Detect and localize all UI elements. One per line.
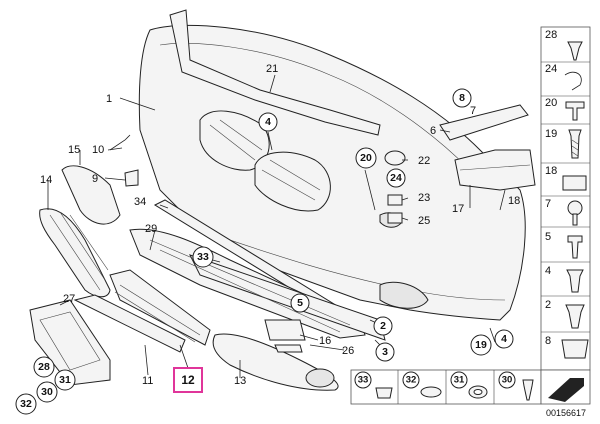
small-screw-icon xyxy=(522,379,534,401)
highlight-box xyxy=(173,367,203,393)
catalog-number: 00156617 xyxy=(546,408,586,418)
legend-item-label: 28 xyxy=(545,29,557,41)
callout-circle xyxy=(290,293,310,313)
plug-icon xyxy=(375,387,393,399)
callout-circle-label: 32 xyxy=(20,398,32,410)
legend-item-label: 18 xyxy=(545,165,557,177)
callout-label: 27 xyxy=(63,293,75,305)
bottom-legend-label: 30 xyxy=(502,375,513,386)
hex-screw-icon xyxy=(565,304,585,329)
callout-circle xyxy=(36,381,58,403)
callout-circle-label: 2 xyxy=(380,320,386,332)
callout-circle-label: 24 xyxy=(390,172,402,184)
grommet-icon xyxy=(420,386,442,398)
callout-circle-label: 4 xyxy=(501,333,507,345)
arrow-icon xyxy=(548,378,584,402)
callout-circle xyxy=(452,88,472,108)
spring-clip-icon xyxy=(564,71,582,91)
callout-label: 22 xyxy=(418,155,430,167)
callout-label: 14 xyxy=(40,174,52,186)
callout-label: 34 xyxy=(134,196,146,208)
fog-grille xyxy=(212,333,339,391)
bolt-icon xyxy=(568,129,582,159)
legend-item-label: 2 xyxy=(545,299,551,311)
callout-circle xyxy=(33,356,55,378)
callout-circle-label: 33 xyxy=(197,251,209,263)
legend-item-label: 5 xyxy=(545,231,551,243)
callout-circle xyxy=(355,147,377,169)
callout-label: 9 xyxy=(92,173,98,185)
lower-strips xyxy=(129,199,386,341)
callout-circle-label: 28 xyxy=(38,361,50,373)
callout-label: 29 xyxy=(145,223,157,235)
callout-circle xyxy=(373,316,393,336)
callout-circle-label: 31 xyxy=(59,374,71,386)
callout-circle xyxy=(15,393,37,415)
callout-circle-label: 4 xyxy=(265,116,271,128)
callout-label: 26 xyxy=(342,345,354,357)
callout-label: 10 xyxy=(92,144,104,156)
callout-label: 17 xyxy=(452,203,464,215)
screw-icon xyxy=(565,101,585,121)
legend-item-label: 24 xyxy=(545,63,557,75)
callout-circle-label: 20 xyxy=(360,152,372,164)
callout-label: 18 xyxy=(508,195,520,207)
callout-circle xyxy=(494,329,514,349)
plain-callouts: 1 21 10 15 9 14 34 29 27 11 12 13 16 26 … xyxy=(40,63,520,387)
clip-nut-icon xyxy=(561,339,589,359)
callout-circle xyxy=(375,342,395,362)
callout-label: 11 xyxy=(142,375,153,387)
callout-label: 16 xyxy=(319,335,331,347)
callout-circle xyxy=(54,369,76,391)
legend-item-label: 19 xyxy=(545,128,557,140)
bottom-legend-label: 33 xyxy=(358,375,369,386)
bottom-legend: 33 32 31 30 xyxy=(350,369,591,405)
callout-label: 25 xyxy=(418,215,430,227)
callout-label: 7 xyxy=(470,105,476,117)
callout-circle xyxy=(258,112,278,132)
legend-item-label: 4 xyxy=(545,265,551,277)
callout-label: 21 xyxy=(266,63,278,75)
callout-circle xyxy=(470,334,492,356)
fastener-legend: 28 24 20 19 18 7 5 4 2 8 xyxy=(540,26,591,371)
callout-label: 1 xyxy=(106,93,112,105)
callout-label: 23 xyxy=(418,192,430,204)
right-brackets xyxy=(439,104,536,191)
legend-item-label: 7 xyxy=(545,198,551,210)
push-clip-icon xyxy=(567,41,583,61)
left-grille xyxy=(39,165,121,298)
legend-item-label: 8 xyxy=(545,335,551,347)
highlighted-part-label[interactable]: 12 xyxy=(173,367,203,393)
callout-circle-label: 30 xyxy=(41,386,53,398)
callout-circle-label: 5 xyxy=(297,297,303,309)
lower-grille xyxy=(73,269,211,353)
self-tapping-icon xyxy=(566,269,584,293)
circled-callouts: 4 8 20 24 33 5 2 3 19 28 31 30 32 4 xyxy=(15,88,514,415)
legend-item-label: 20 xyxy=(545,97,557,109)
bottom-legend-label: 32 xyxy=(406,375,417,386)
clip-parts xyxy=(109,134,406,224)
callout-circle-label: 8 xyxy=(459,92,465,104)
callout-label: 15 xyxy=(68,144,80,156)
bottom-legend-label: 31 xyxy=(454,375,465,386)
highlight-label: 12 xyxy=(181,373,195,387)
callout-label: 6 xyxy=(430,125,436,137)
washer-screw-icon xyxy=(567,200,583,216)
callout-circle-label: 19 xyxy=(475,339,487,351)
callout-label: 13 xyxy=(234,375,246,387)
callout-circle xyxy=(192,246,214,268)
small-parts xyxy=(264,319,306,353)
upper-bracket xyxy=(169,9,381,136)
tapping-screw-icon xyxy=(567,235,583,259)
nut-clip-icon xyxy=(562,175,587,191)
callout-circle xyxy=(386,168,406,188)
callout-circle-label: 3 xyxy=(382,346,388,358)
